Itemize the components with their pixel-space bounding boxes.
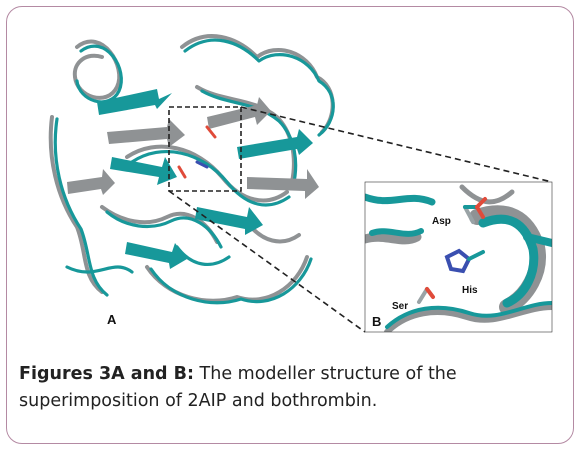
caption-text: The modeller structure of the superimpos… (19, 364, 457, 411)
figure-caption: Figures 3A and B: The modeller structure… (19, 361, 559, 415)
active-site-sticks (177, 125, 217, 179)
residue-label-asp: Asp (432, 216, 451, 227)
figure-frame: A B Asp His Ser Figures 3A and B: The mo… (6, 6, 574, 444)
panel-a-structure (48, 34, 335, 305)
zoom-box (168, 106, 242, 192)
figure-artwork: A B Asp His Ser (48, 34, 553, 333)
zoom-connector-bottom (168, 190, 366, 333)
panel-a-label: A (107, 312, 117, 327)
caption-label: Figures 3A and B: (19, 364, 194, 384)
residue-asp-sticks (463, 197, 487, 224)
panel-b-inset (364, 181, 553, 333)
residue-label-ser: Ser (392, 301, 408, 312)
zoom-connector-top (240, 106, 553, 183)
residue-label-his: His (462, 285, 478, 296)
residue-ser-sticks (417, 287, 435, 304)
residue-his-sticks (444, 248, 485, 274)
panel-b-label: B (372, 314, 381, 329)
